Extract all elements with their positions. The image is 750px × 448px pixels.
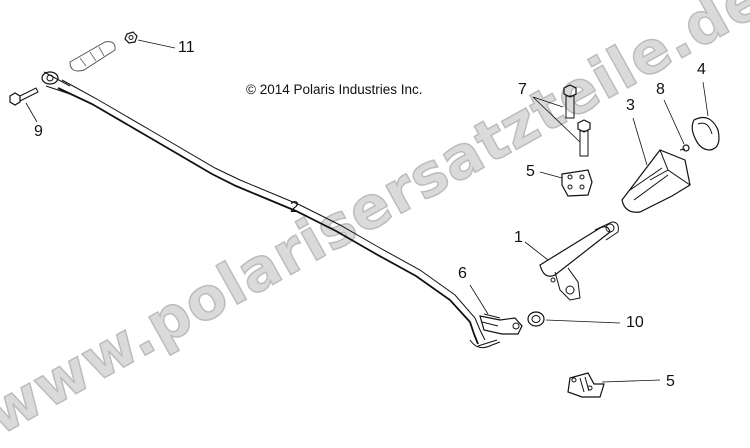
- bushing-part-5-lower: [567, 372, 661, 398]
- callout-4: 4: [697, 61, 706, 78]
- callout-8: 9: [34, 123, 43, 140]
- callout-11: 11: [178, 39, 195, 56]
- screw-part-9: [663, 99, 690, 152]
- callout-2: 2: [290, 199, 299, 216]
- callout-5-upper: 5: [526, 163, 535, 180]
- cap-part-4: [691, 81, 720, 151]
- callout-3: 3: [626, 97, 635, 114]
- clip-part-6: [469, 284, 523, 335]
- callout-7: 7: [518, 81, 527, 98]
- callout-9: 8: [656, 81, 665, 98]
- parts-drawing: [9, 31, 720, 398]
- shift-rod-part-2: [41, 71, 501, 349]
- nut-part-11: [124, 31, 176, 49]
- lever-bracket-part-1: [524, 221, 619, 301]
- sleeve-part: [69, 41, 116, 72]
- boot-part-3: [621, 117, 691, 213]
- callout-5-lower: 5: [666, 373, 675, 390]
- callout-1: 1: [514, 229, 523, 246]
- callout-6: 6: [458, 265, 467, 282]
- bushing-part-5-upper: [539, 169, 593, 197]
- bolts-part-7: [532, 84, 591, 157]
- washer-part-10: [527, 311, 621, 327]
- bolt-part-8: [9, 87, 39, 123]
- copyright-text: © 2014 Polaris Industries Inc.: [246, 82, 423, 97]
- callout-10: 10: [626, 314, 644, 331]
